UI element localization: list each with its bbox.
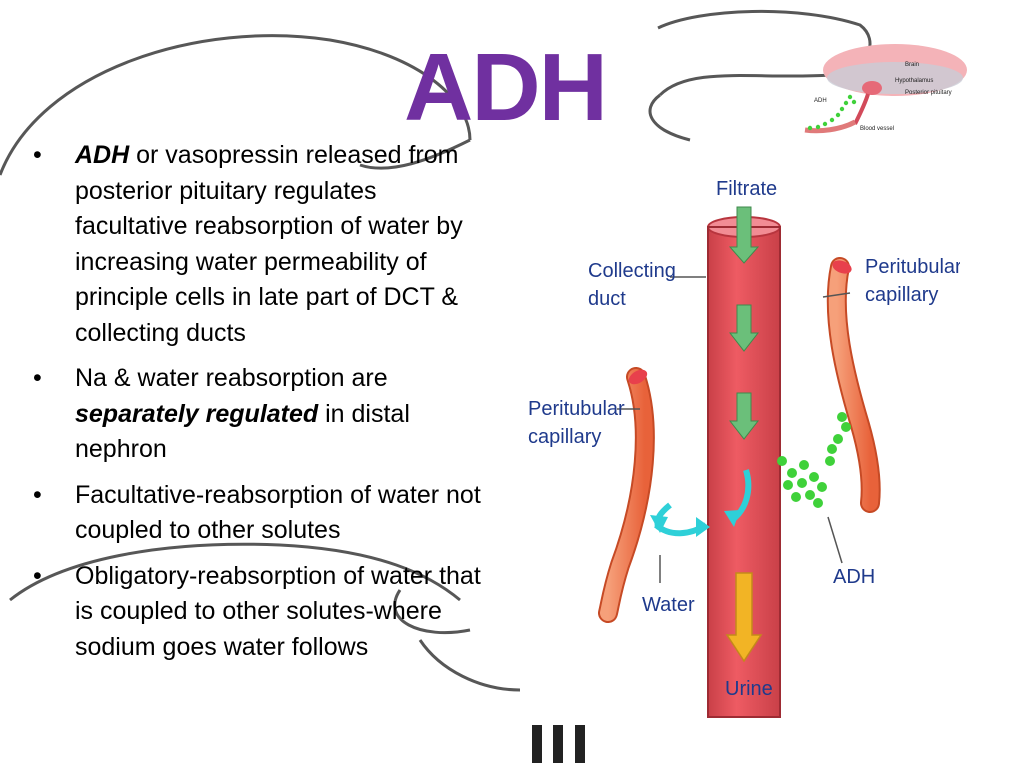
hypothalamus-label: Hypothalamus (895, 78, 933, 84)
bullet-text: or vasopressin released from posterior p… (75, 141, 463, 347)
posterior-pituitary-label: Posterior pituitary (905, 90, 952, 96)
left-peritubular-capillary (598, 367, 655, 623)
adh-molecules (777, 412, 851, 508)
brain-adh-label: ADH (814, 98, 827, 104)
bullet-text: Na & water reabsorption are (75, 364, 388, 392)
bullet-dot: • (33, 561, 42, 590)
brain-label: Brain (905, 62, 919, 68)
bullet-item: • Facultative-reabsorption of water not c… (30, 478, 485, 549)
slide-title: ADH (404, 34, 608, 141)
bullet-item: • Obligatory-reabsorption of water that i… (30, 559, 485, 666)
bullet-item: • Na & water reabsorption are separately … (30, 361, 485, 468)
bullet-list: • ADH or vasopressin released from poster… (30, 138, 485, 675)
bullet-text: Obligatory-reabsorption of water that is… (75, 561, 481, 661)
bullet-text: in distal nephron (75, 399, 410, 464)
filtrate-label: Filtrate (716, 178, 777, 200)
flow-arrows (728, 206, 760, 440)
adh-dots (807, 94, 857, 131)
water-label: Water (642, 594, 695, 616)
bullet-item: • ADH or vasopressin released from poster… (30, 138, 485, 351)
urine-arrow (725, 572, 763, 663)
urine-label: Urine (725, 678, 773, 700)
brain-pituitary-figure: Brain Hypothalamus Posterior pituitary A… (804, 44, 967, 134)
blood-vessel-label: Blood vessel (860, 126, 894, 132)
bullet-text: separately regulated (75, 399, 319, 428)
bullet-dot: • (33, 480, 42, 509)
bullet-text: ADH (75, 141, 130, 169)
right-peritubular-capillary (826, 257, 881, 513)
bullet-text: Facultative-reabsorption of water not co… (75, 480, 481, 545)
bullet-dot: • (33, 364, 42, 392)
adh-label: ADH (833, 566, 875, 588)
hypothalamus-shape (862, 81, 882, 95)
bullet-dot: • (33, 141, 42, 169)
